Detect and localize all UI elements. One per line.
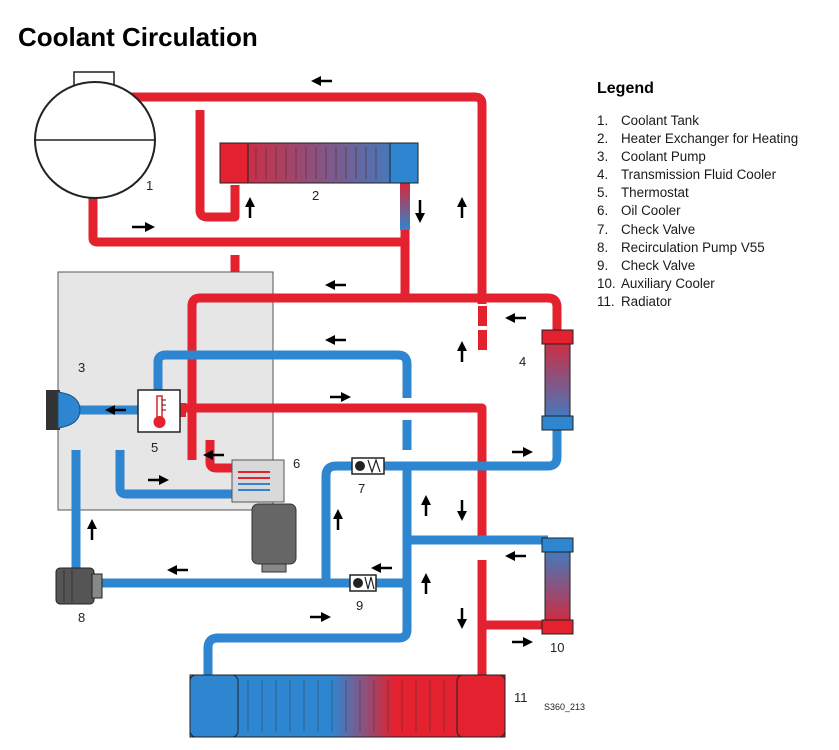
callout-7: 7 [358, 481, 365, 496]
legend-item-label: Recirculation Pump V55 [621, 239, 765, 255]
oil-cooler [231, 459, 297, 573]
legend-item-label: Coolant Pump [621, 149, 706, 165]
callout-3: 3 [78, 360, 85, 375]
callout-8: 8 [78, 610, 85, 625]
cold-coolant-pipes [70, 350, 562, 680]
legend-item-number: 1. [597, 113, 609, 128]
legend-item-number: 4. [597, 167, 609, 183]
check-valve-9 [349, 574, 377, 592]
legend-item: 9. Check Valve [597, 257, 835, 275]
legend-item-number: 11. [597, 293, 615, 309]
legend-item: 2. Heater Exchanger for Heating [597, 130, 835, 148]
auxiliary-cooler [541, 537, 574, 635]
heater-exchanger [219, 142, 419, 184]
recirculation-pump [55, 567, 103, 605]
legend-list: 1. Coolant Tank 2. Heater Exchanger for He… [597, 112, 835, 311]
flow-arrows [87, 76, 533, 647]
legend-item-label: Oil Cooler [621, 203, 681, 219]
legend-item-label: Check Valve [621, 257, 696, 273]
legend-item-number: 8. [597, 239, 609, 255]
legend-item-number: 3. [597, 149, 609, 165]
legend-item: 4. Transmission Fluid Cooler [597, 166, 835, 184]
legend-item: 5. Thermostat [597, 184, 835, 202]
legend-item: 1. Coolant Tank [597, 112, 835, 130]
legend-item-label: Coolant Tank [621, 113, 699, 128]
radiator [189, 674, 506, 738]
legend-item: 11. Radiator [597, 293, 835, 311]
callout-1: 1 [146, 178, 153, 193]
legend-item: 7. Check Valve [597, 221, 835, 239]
check-valve-7 [351, 457, 385, 475]
legend-item: 3. Coolant Pump [597, 148, 835, 166]
legend-item-label: Check Valve [621, 221, 696, 237]
legend-item-number: 9. [597, 257, 609, 273]
legend-item-number: 6. [597, 203, 609, 219]
legend-item: 8. Recirculation Pump V55 [597, 239, 835, 257]
coolant-pump [46, 390, 81, 430]
legend-item: 6. Oil Cooler [597, 202, 835, 220]
callout-10: 10 [550, 640, 564, 655]
coolant-tank [34, 71, 156, 199]
callout-5: 5 [151, 440, 158, 455]
callout-4: 4 [519, 354, 526, 369]
page-title: Coolant Circulation [18, 22, 258, 52]
callout-11: 11 [514, 690, 528, 705]
legend-item-number: 7. [597, 221, 609, 237]
heater-outlet-gradient-pipe [400, 180, 410, 230]
legend-item: 10. Auxiliary Cooler [597, 275, 835, 293]
legend-item-number: 2. [597, 131, 609, 147]
thermostat [137, 389, 181, 433]
callout-9: 9 [356, 598, 363, 613]
legend-item-label: Heater Exchanger for Heating [621, 131, 799, 147]
legend-item-label: Auxiliary Cooler [621, 275, 715, 291]
legend-item-label: Transmission Fluid Cooler [621, 167, 777, 183]
figure-code: S360_213 [544, 702, 585, 712]
legend-item-number: 10. [597, 275, 616, 291]
callout-6: 6 [293, 456, 300, 471]
hot-coolant-pipes [88, 92, 562, 675]
transmission-fluid-cooler [541, 329, 574, 431]
callout-2: 2 [312, 188, 319, 203]
legend-item-number: 5. [597, 185, 609, 201]
legend-item-label: Radiator [621, 293, 672, 309]
legend: Legend 1. Coolant Tank 2. Heater Exchanger… [597, 80, 835, 311]
legend-heading: Legend [597, 80, 654, 97]
legend-item-label: Thermostat [621, 185, 689, 201]
